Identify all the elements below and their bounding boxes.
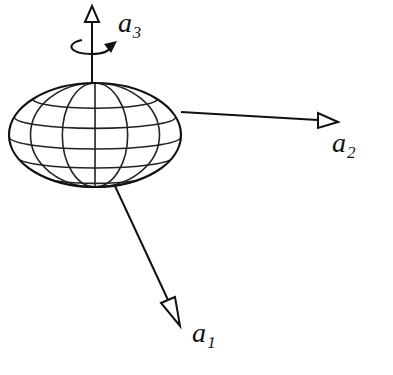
arrowhead bbox=[318, 113, 338, 128]
longitude-line bbox=[95, 83, 128, 187]
arrowhead bbox=[85, 6, 99, 22]
arrowhead bbox=[104, 41, 117, 53]
arrowhead bbox=[161, 297, 180, 326]
axis-line bbox=[115, 186, 168, 300]
axis-label: a₃ bbox=[118, 8, 142, 39]
longitude-line bbox=[94, 83, 96, 187]
longitude-line bbox=[31, 83, 96, 187]
axis-line bbox=[91, 22, 93, 83]
axis-label: a₂ bbox=[332, 128, 356, 159]
longitude-line bbox=[62, 83, 95, 187]
rotation-arrow bbox=[71, 40, 111, 54]
ellipsoid-outline bbox=[9, 83, 181, 187]
axis-label: a₁ bbox=[192, 318, 216, 349]
longitude-line bbox=[95, 83, 160, 187]
axis-line bbox=[181, 112, 318, 120]
graticule bbox=[9, 83, 181, 187]
